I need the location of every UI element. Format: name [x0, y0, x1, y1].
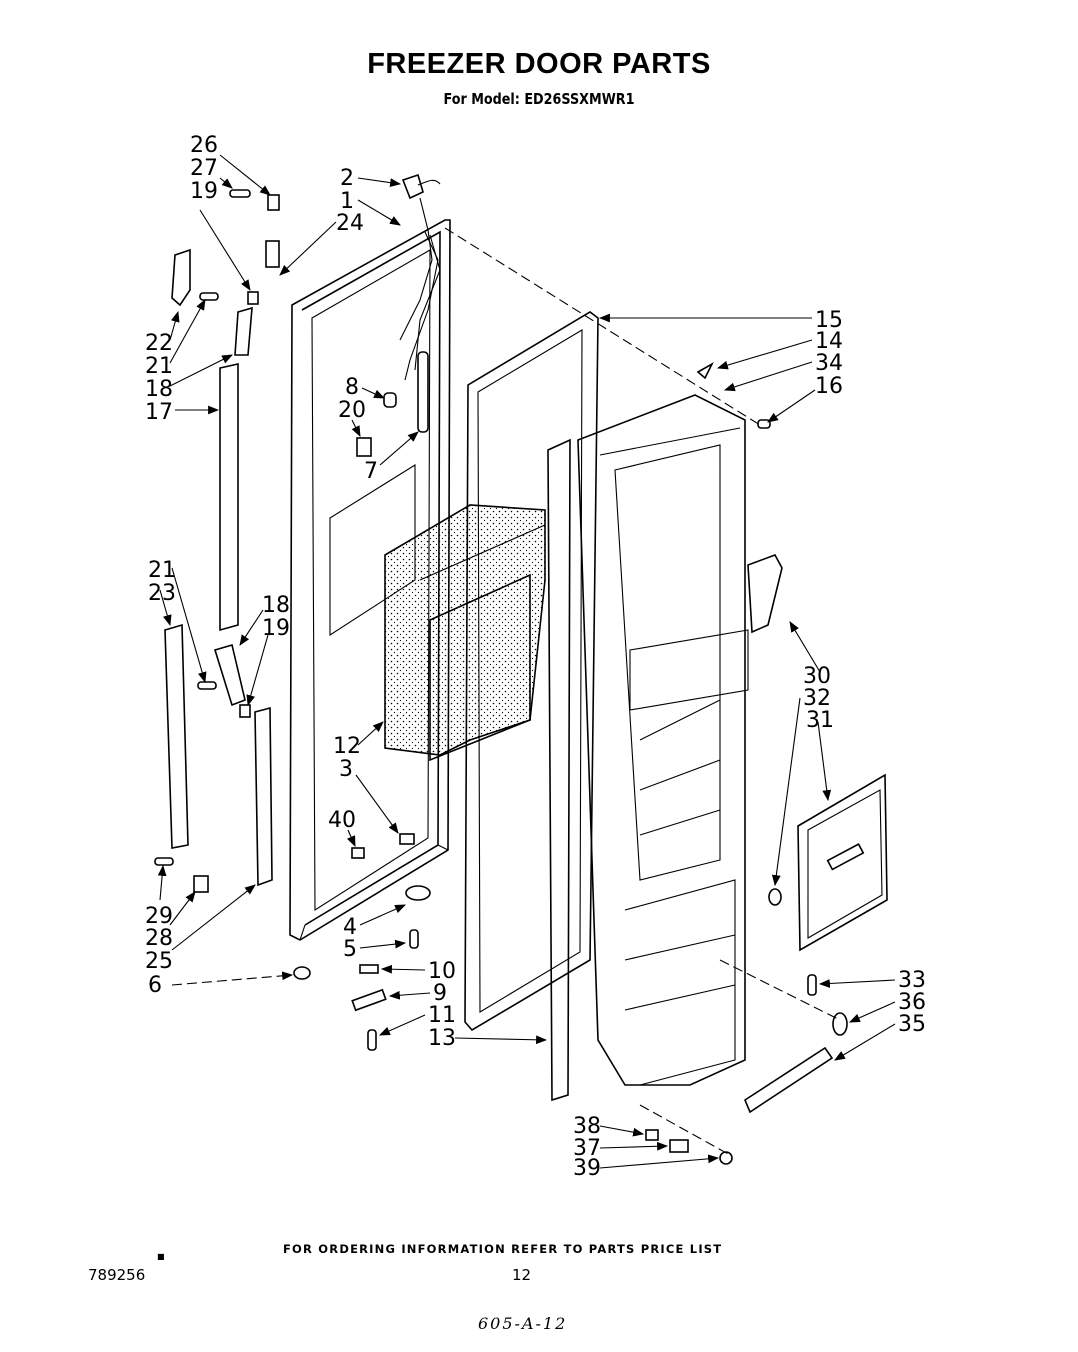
callout-label: 24	[336, 211, 364, 236]
registration-mark: ■	[157, 1252, 165, 1261]
part-21-lower	[197, 681, 217, 690]
gasket-part	[464, 311, 599, 1032]
callout-label: 16	[815, 374, 843, 399]
part-37	[669, 1139, 689, 1153]
callout-label: 39	[573, 1156, 601, 1181]
part-9	[351, 988, 387, 1012]
callout-label: 11	[428, 1003, 456, 1028]
callout-label: 17	[145, 400, 173, 425]
callout-label: 38	[573, 1114, 601, 1139]
ordering-note: FOR ORDERING INFORMATION REFER TO PARTS …	[283, 1242, 723, 1256]
callout-label: 18	[145, 377, 173, 402]
part-28	[193, 875, 209, 893]
part-21-upper	[199, 292, 219, 301]
part-3	[399, 833, 415, 845]
callout-label: 13	[428, 1026, 456, 1051]
handwritten-reference: 605-A-12	[478, 1314, 568, 1333]
part-6	[293, 966, 311, 980]
callout-label: 1	[340, 189, 354, 214]
dispenser-housing-part	[384, 504, 546, 762]
callout-label: 28	[145, 926, 173, 951]
callout-label: 15	[815, 308, 843, 333]
callout-label: 34	[815, 351, 843, 376]
part-29	[154, 857, 174, 866]
model-line: For Model: ED26SSXMWR1	[443, 90, 635, 108]
part-25	[254, 706, 273, 887]
part-18-lower	[213, 643, 246, 707]
part-20	[356, 437, 372, 457]
part-4	[405, 885, 431, 901]
part-19-upper	[247, 291, 259, 305]
callout-label: 40	[328, 808, 356, 833]
callout-label: 23	[148, 581, 176, 606]
part-26	[267, 194, 280, 211]
callout-label: 19	[190, 179, 218, 204]
callout-label: 22	[145, 331, 173, 356]
page-number: 12	[512, 1266, 532, 1284]
callout-label: 20	[338, 398, 366, 423]
callout-label: 27	[190, 156, 218, 181]
callout-label: 10	[428, 959, 456, 984]
callout-label: 33	[898, 968, 926, 993]
part-11	[367, 1029, 377, 1051]
callout-label: 26	[190, 133, 218, 158]
part-27	[229, 189, 251, 198]
callout-label: 9	[433, 981, 447, 1006]
callout-label: 14	[815, 329, 843, 354]
callout-label: 30	[803, 664, 831, 689]
part-23	[164, 623, 189, 849]
part-22	[171, 248, 191, 307]
part-14	[696, 361, 714, 380]
part-8	[383, 392, 397, 408]
dispenser-panel-part	[797, 773, 888, 952]
part-38	[645, 1129, 659, 1141]
part-33	[807, 974, 817, 996]
callout-label: 19	[262, 616, 290, 641]
callout-label: 7	[364, 459, 378, 484]
callout-label: 5	[343, 937, 357, 962]
tube-part	[417, 351, 429, 433]
part-40	[351, 847, 365, 859]
page-title: FREEZER DOOR PARTS	[367, 48, 711, 80]
chute-part	[747, 554, 783, 634]
callout-label: 18	[262, 593, 290, 618]
callout-label: 35	[898, 1012, 926, 1037]
part-10	[359, 964, 379, 974]
document-code: 789256	[88, 1266, 146, 1284]
callout-label: 12	[333, 734, 361, 759]
callout-label: 31	[806, 708, 834, 733]
callout-label: 25	[145, 949, 173, 974]
part-36	[832, 1012, 848, 1036]
door-liner-part	[577, 394, 749, 1086]
callout-label: 36	[898, 990, 926, 1015]
callout-label: 29	[145, 904, 173, 929]
callout-label: 21	[148, 558, 176, 583]
callout-label: 32	[803, 686, 831, 711]
callout-label: 4	[343, 915, 357, 940]
part-18-upper	[234, 306, 253, 356]
part-5	[409, 929, 419, 949]
part-35	[744, 1046, 834, 1114]
part-32	[768, 888, 782, 906]
liner-strip-part	[547, 438, 571, 1102]
wire-harness-part	[399, 173, 441, 381]
part-24	[265, 240, 280, 268]
callout-label: 3	[339, 757, 353, 782]
callout-label: 37	[573, 1136, 601, 1161]
callout-label: 2	[340, 166, 354, 191]
part-19-lower	[239, 704, 251, 718]
callout-labels: 26 27 19 2 1 24 22 21 18 17 8 20 7 15 14…	[145, 133, 926, 1181]
part-17	[219, 363, 239, 632]
callout-label: 8	[345, 375, 359, 400]
callout-label: 6	[148, 973, 162, 998]
callout-label: 21	[145, 354, 173, 379]
leader-lines	[157, 154, 896, 1169]
part-39	[719, 1151, 733, 1165]
